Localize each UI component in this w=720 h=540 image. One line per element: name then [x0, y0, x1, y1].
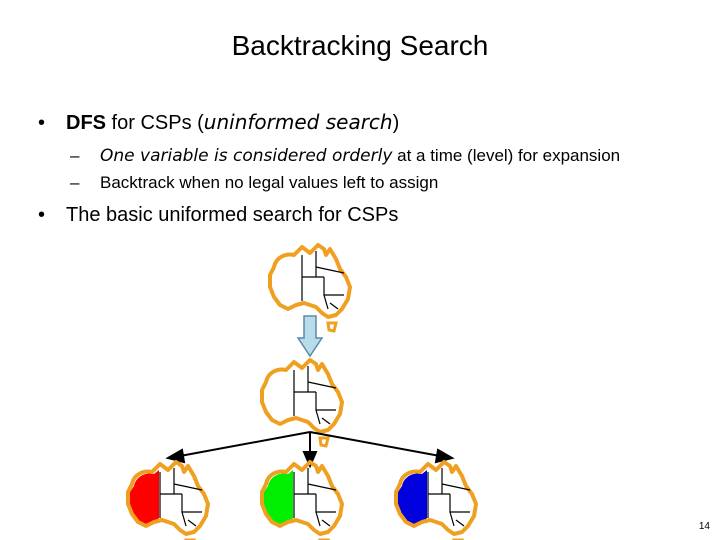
bullet-marker: •: [38, 112, 46, 134]
bullet-dfs: • DFS for CSPs (uninformed search): [38, 110, 399, 135]
bullet-text-a: for CSPs (: [106, 112, 204, 134]
sub-bullet-orderly: – One variable is considered orderly at a…: [70, 146, 620, 166]
down-arrow-icon: [296, 315, 324, 358]
sub-bullet-marker: –: [70, 173, 80, 192]
slide-title: Backtracking Search: [231, 30, 489, 61]
bullet-text-fancy: uninformed search: [203, 110, 393, 134]
bullet-bold: DFS: [66, 112, 106, 134]
bullet-marker: •: [38, 204, 46, 226]
bullet-text: The basic uniformed search for CSPs: [66, 204, 399, 226]
bullet-text-b: ): [392, 112, 400, 134]
sub-bullet-backtrack: – Backtrack when no legal values left to …: [70, 173, 438, 193]
sub-bullet-fancy: One variable is considered orderly: [100, 146, 393, 166]
sub-bullet-text: Backtrack when no legal values left to a…: [100, 173, 439, 192]
australia-map-icon: [394, 460, 478, 540]
australia-map-icon: [260, 460, 344, 540]
sub-bullet-text: at a time (level) for expansion: [392, 146, 621, 165]
branch-arrows: [165, 431, 455, 469]
page-number: 14: [698, 521, 710, 532]
australia-map-icon: [126, 460, 210, 540]
sub-bullet-marker: –: [70, 146, 80, 165]
bullet-basic-search: • The basic uniformed search for CSPs: [38, 204, 398, 227]
